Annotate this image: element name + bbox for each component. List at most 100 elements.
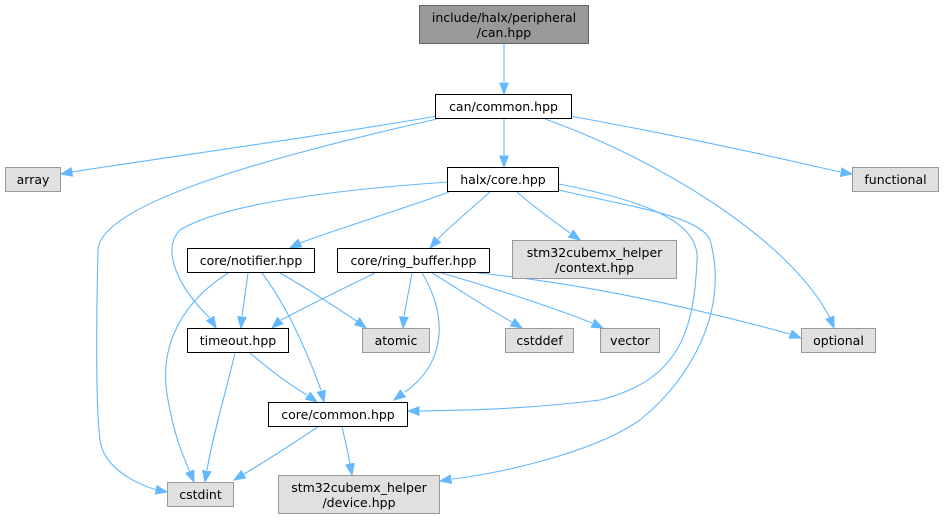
- edge-halx-core-to-stm32-device: [438, 189, 716, 484]
- edge-arrowhead: [288, 238, 303, 249]
- node-halx-core-hpp[interactable]: halx/core.hpp: [447, 167, 559, 192]
- node-timeout-hpp[interactable]: timeout.hpp: [187, 328, 289, 353]
- edge-arrowhead: [438, 474, 453, 484]
- node-label-line: include/halx/peripheral: [431, 9, 577, 25]
- edge-can-common-to-halx-core: [499, 119, 509, 169]
- edge-arrowhead: [353, 317, 368, 329]
- edge-core-notifier-to-timeout: [237, 272, 249, 330]
- edge-line: [165, 272, 229, 473]
- edge-core-notifier-to-core-common: [261, 272, 326, 404]
- node-label: atomic: [374, 333, 418, 348]
- node-vector: vector: [600, 328, 660, 353]
- edge-line: [279, 272, 359, 323]
- edge-arrowhead: [392, 389, 407, 401]
- node-core-common-hpp[interactable]: core/common.hpp: [268, 402, 408, 427]
- node-core-notifier-hpp[interactable]: core/notifier.hpp: [187, 248, 315, 273]
- node-stm32cubemx-helper-device-hpp: stm32cubemx_helper /device.hpp: [278, 475, 440, 514]
- edge-line: [544, 118, 831, 319]
- edge-arrowhead: [839, 167, 854, 177]
- node-optional: optional: [801, 328, 876, 353]
- edge-arrowhead: [345, 462, 355, 477]
- edge-arrowhead: [59, 167, 74, 177]
- edge-halx-core-to-stm32-context: [516, 191, 582, 241]
- node-label: core/notifier.hpp: [199, 253, 303, 268]
- edge-can-common-to-functional: [569, 115, 854, 177]
- node-label: halx/core.hpp: [460, 172, 546, 187]
- edge-core-notifier-to-atomic: [279, 272, 368, 329]
- edge-arrowhead: [185, 469, 195, 484]
- edge-line: [206, 352, 236, 471]
- edge-arrowhead: [304, 391, 319, 403]
- edge-line: [341, 426, 351, 465]
- edge-arrowhead: [232, 469, 247, 481]
- node-cstdint: cstdint: [167, 482, 234, 507]
- edge-root-to-can-common: [499, 44, 509, 96]
- edge-halx-core-to-timeout: [171, 181, 450, 330]
- edge-line: [431, 272, 513, 323]
- edge-line: [241, 272, 249, 317]
- edge-arrowhead: [509, 317, 524, 329]
- edge-can-common-to-optional: [544, 118, 835, 330]
- edge-line: [403, 272, 413, 317]
- edge-line: [437, 191, 491, 240]
- node-label-line: /context.hpp: [554, 259, 635, 275]
- edge-line: [441, 272, 593, 324]
- node-label-line: /device.hpp: [322, 494, 396, 510]
- edge-arrowhead: [825, 315, 835, 330]
- edge-arrowhead: [316, 389, 326, 404]
- node-label: cstdint: [179, 487, 222, 502]
- edge-line: [404, 272, 440, 393]
- node-functional: functional: [852, 167, 939, 192]
- edge-arrowhead: [590, 318, 605, 329]
- edge-timeout-to-core-common: [249, 352, 319, 403]
- edge-arrowhead: [429, 236, 442, 250]
- edge-arrowhead: [499, 155, 509, 169]
- edge-line: [71, 115, 438, 173]
- node-can-common-hpp[interactable]: can/common.hpp: [435, 94, 572, 119]
- node-label: array: [16, 172, 50, 187]
- edge-arrowhead: [202, 469, 212, 484]
- edge-line: [171, 181, 450, 319]
- node-core-ring-buffer-hpp[interactable]: core/ring_buffer.hpp: [337, 248, 490, 273]
- node-label: core/ring_buffer.hpp: [350, 253, 477, 268]
- edge-line: [96, 118, 438, 491]
- edge-arrowhead: [399, 316, 409, 330]
- edge-arrowhead: [788, 329, 803, 339]
- edge-can-common-to-array: [59, 115, 438, 177]
- edge-line: [261, 272, 322, 391]
- edge-can-common-to-cstdint: [96, 118, 438, 495]
- node-stm32cubemx-helper-context-hpp: stm32cubemx_helper /context.hpp: [512, 240, 677, 279]
- edge-core-ring-buffer-to-timeout: [270, 272, 376, 329]
- edge-core-notifier-to-cstdint: [165, 272, 229, 484]
- edge-arrowhead: [237, 316, 247, 330]
- edge-line: [299, 191, 450, 244]
- node-array: array: [5, 167, 61, 192]
- node-label-line: /can.hpp: [476, 24, 532, 40]
- edge-arrowhead: [567, 229, 582, 241]
- node-label-line: stm32cubemx_helper: [291, 479, 427, 495]
- edge-arrowhead: [154, 484, 169, 495]
- edge-core-ring-buffer-to-cstddef: [431, 272, 524, 329]
- edge-arrowhead: [270, 316, 284, 329]
- edge-arrowhead: [205, 315, 217, 330]
- node-cstddef: cstddef: [505, 328, 574, 353]
- edge-halx-core-to-core-notifier: [288, 191, 450, 249]
- edge-core-ring-buffer-to-atomic: [399, 272, 413, 330]
- node-label-line: stm32cubemx_helper: [526, 244, 663, 260]
- edge-line: [243, 426, 319, 475]
- node-label: optional: [813, 333, 864, 348]
- edge-timeout-to-cstdint: [202, 352, 236, 484]
- edge-line: [569, 115, 841, 173]
- edge-halx-core-to-core-common: [406, 183, 698, 416]
- edge-arrowhead: [499, 82, 509, 96]
- node-can-hpp[interactable]: include/halx/peripheral /can.hpp: [419, 5, 589, 44]
- edge-core-ring-buffer-to-vector: [441, 272, 605, 329]
- edge-line: [451, 189, 716, 480]
- node-label: vector: [610, 333, 650, 348]
- edge-line: [280, 272, 376, 321]
- edge-arrowhead: [406, 406, 420, 416]
- edge-line: [516, 191, 571, 234]
- node-label: functional: [864, 172, 927, 187]
